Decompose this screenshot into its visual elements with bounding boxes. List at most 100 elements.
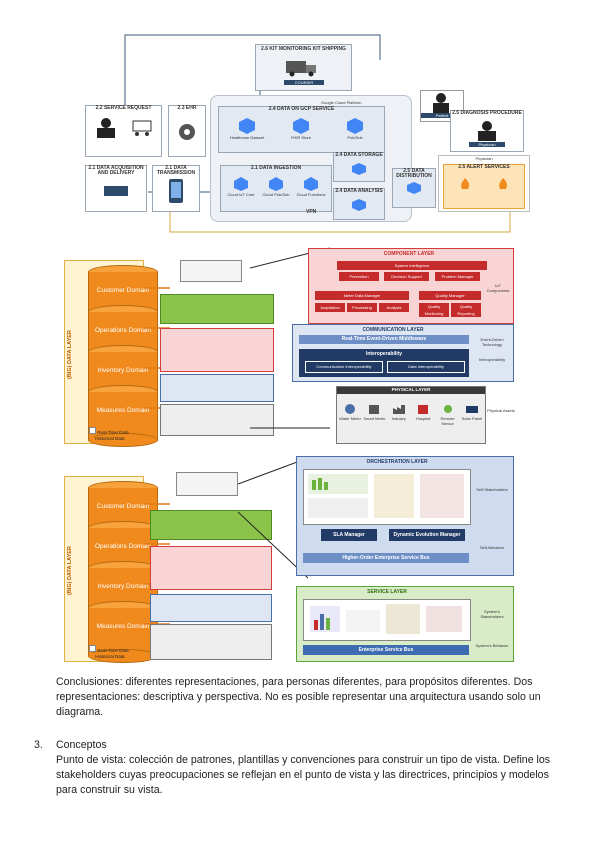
legend-realtime: Real-Time Data (89, 427, 129, 435)
sla-manager: SLA Manager (321, 529, 377, 541)
fhir-icon (293, 118, 309, 134)
architecture-diagram-gcp: 2.6 KIT MONITORING KIT SHIPPING COURIER … (80, 30, 530, 240)
mdm-processing: Processing (347, 303, 377, 312)
mini-stack (160, 260, 274, 442)
data-storage-box: 2.4 DATA STORAGE (333, 152, 385, 182)
orchestration-layer: ORCHESTRATION LAYER Self-Stakeholders SL… (296, 456, 514, 576)
data-layer-panel-2: (BIG) DATA LAYER Customer Domain Operati… (64, 476, 158, 663)
legend-realtime-2: Real-Time Data (89, 645, 129, 653)
ingest-label: Cloud Functions (296, 192, 326, 197)
mini-top (180, 260, 242, 282)
interop-data: Data Interoperability (387, 361, 465, 373)
interop-side-label: Interoperability (478, 357, 506, 362)
quality-manager: Quality Manager (419, 291, 481, 300)
data-layer-label: (BIG) DATA LAYER (67, 330, 73, 379)
diagnosis-box: 2.5 DIAGNOSIS PROCEDURE Physician (450, 110, 524, 152)
legend-historical: Historical Data (89, 435, 125, 441)
diagnosis-title: 2.5 DIAGNOSIS PROCEDURE (452, 110, 522, 116)
ingest-label: Cloud IoT Core (227, 192, 255, 197)
hoesb-bar: Higher-Order Enterprise Service Bus (303, 553, 469, 563)
system-behavior-label: System's Behavior (475, 643, 509, 648)
service-layer-title: SERVICE LAYER (367, 589, 407, 595)
physical-item-0: Water Meter (339, 403, 361, 426)
shipping-title: 2.6 KIT MONITORING KIT SHIPPING (261, 46, 346, 52)
alert-box: 2.5 ALERT SERVICES (443, 164, 525, 209)
physical-item-4: Remote Sensor (437, 403, 459, 426)
legend-historical-2: Historical Data (89, 653, 125, 659)
self-behavior-label: Self-Behavior (479, 545, 504, 550)
dashboard-graphics (308, 474, 464, 518)
layered-diagram-orchestration: (BIG) DATA LAYER Customer Domain Operati… (60, 450, 520, 664)
data-ingestion-box: 2.1 DATA INGESTION Cloud IoT Core Cloud … (220, 165, 332, 212)
solar-panel-icon (465, 406, 478, 413)
middleware-bar: Real-Time Event-Driven Middleware (299, 335, 469, 344)
ehr-title: 2.3 EHR (177, 105, 197, 111)
mini-grey (160, 404, 274, 436)
pubsub-icon (347, 118, 363, 134)
fire-icon (461, 178, 469, 189)
data-acquisition-box: 2.1 DATA ACQUISITION AND DELIVERY (85, 165, 147, 212)
esb-bar: Enterprise Service Bus (303, 645, 469, 655)
physician-icon (478, 121, 496, 141)
qm-reporting: Quality Reporting (451, 303, 481, 317)
physical-layer-title: PHYSICAL LAYER (337, 387, 485, 394)
ehr-box: 2.3 EHR (168, 105, 206, 157)
alert-container: Physician 2.5 ALERT SERVICES (438, 155, 530, 212)
data-transmission-box: 2.1 DATA TRANSMISSION (152, 165, 200, 212)
data-ingestion-title: 2.1 DATA INGESTION (250, 165, 302, 171)
iot-components-label: IoT Components (486, 283, 510, 293)
service-layer: SERVICE LAYER System's Stakeholders Ente… (296, 586, 514, 662)
physical-items: Water Meter Smart Meter Industry Hospita… (339, 403, 483, 426)
mini-stack-2 (150, 472, 272, 660)
physician-label-top: Physician (475, 156, 493, 161)
section-heading: Conceptos (56, 739, 107, 751)
ingest-item-2: Cloud Functions (294, 176, 328, 197)
service-label: Healthcare Dataset (229, 135, 265, 140)
sensor-icon (104, 186, 128, 196)
system-stakeholders-label: System's Stakeholders (480, 609, 504, 619)
service-widgets (303, 599, 471, 641)
healthcare-icon (239, 118, 255, 134)
orchestration-layer-title: ORCHESTRATION LAYER (366, 459, 428, 465)
system-intelligence-header: System Intelligence (337, 261, 487, 270)
storage-icon (352, 163, 366, 175)
domain-measures: Measures Domain (88, 385, 158, 447)
water-meter-icon (345, 404, 355, 414)
analysis-icon (352, 199, 366, 211)
data-layer-label-2: (BIG) DATA LAYER (67, 546, 73, 595)
gear-icon (179, 124, 195, 140)
interoperability-bar: Interoperability Communication Interoper… (299, 349, 469, 377)
service-request-title: 2.2 SERVICE REQUEST (95, 105, 152, 111)
qm-monitoring: Quality Monitoring (419, 303, 449, 317)
phone-icon (169, 179, 183, 203)
interop-communication: Communication Interoperability (305, 361, 383, 373)
hospital-icon (418, 405, 429, 414)
ingest-item-0: Cloud IoT Core (224, 176, 258, 197)
mini-blue-2 (150, 594, 272, 622)
service-request-box: 2.2 SERVICE REQUEST (85, 105, 162, 157)
component-layer: COMPONENT LAYER System Intelligence Prev… (308, 248, 514, 324)
domain-measures-2: Measures Domain (88, 601, 158, 663)
gcp-label: Google Cloud Platform (321, 100, 362, 105)
data-analysis-box: 2.4 DATA ANALYSIS (333, 188, 385, 220)
si-prevention: Prevention (339, 272, 379, 281)
iot-core-icon (234, 177, 248, 191)
dynamic-evolution-manager: Dynamic Evolution Manager (389, 529, 465, 541)
communication-layer: COMMUNICATION LAYER Real-Time Event-Driv… (292, 324, 514, 382)
physical-item-1: Smart Meter (363, 403, 385, 426)
distribution-icon (407, 182, 421, 194)
physical-item-2: Industry (388, 403, 410, 426)
gcp-service-title: 2.4 DATA ON GCP SERVICE (268, 106, 335, 112)
fire-icon (499, 178, 507, 189)
truck-icon (286, 61, 316, 77)
pubsub-icon (269, 177, 283, 191)
event-driven-label: Event-Driven Technology (480, 337, 504, 347)
service-label: Pub/Sub (347, 135, 363, 140)
sensor-icon (443, 405, 452, 413)
vpn-label: VPN (306, 209, 317, 215)
mini-grey-2 (150, 624, 272, 660)
ingest-item-1: Cloud Pub/Sub (259, 176, 293, 197)
physical-layer: PHYSICAL LAYER Water Meter Smart Meter I… (336, 386, 486, 444)
si-problem-manager: Problem Manager (435, 272, 480, 281)
conclusiones-paragraph: Conclusiones: diferentes representacione… (56, 676, 541, 718)
